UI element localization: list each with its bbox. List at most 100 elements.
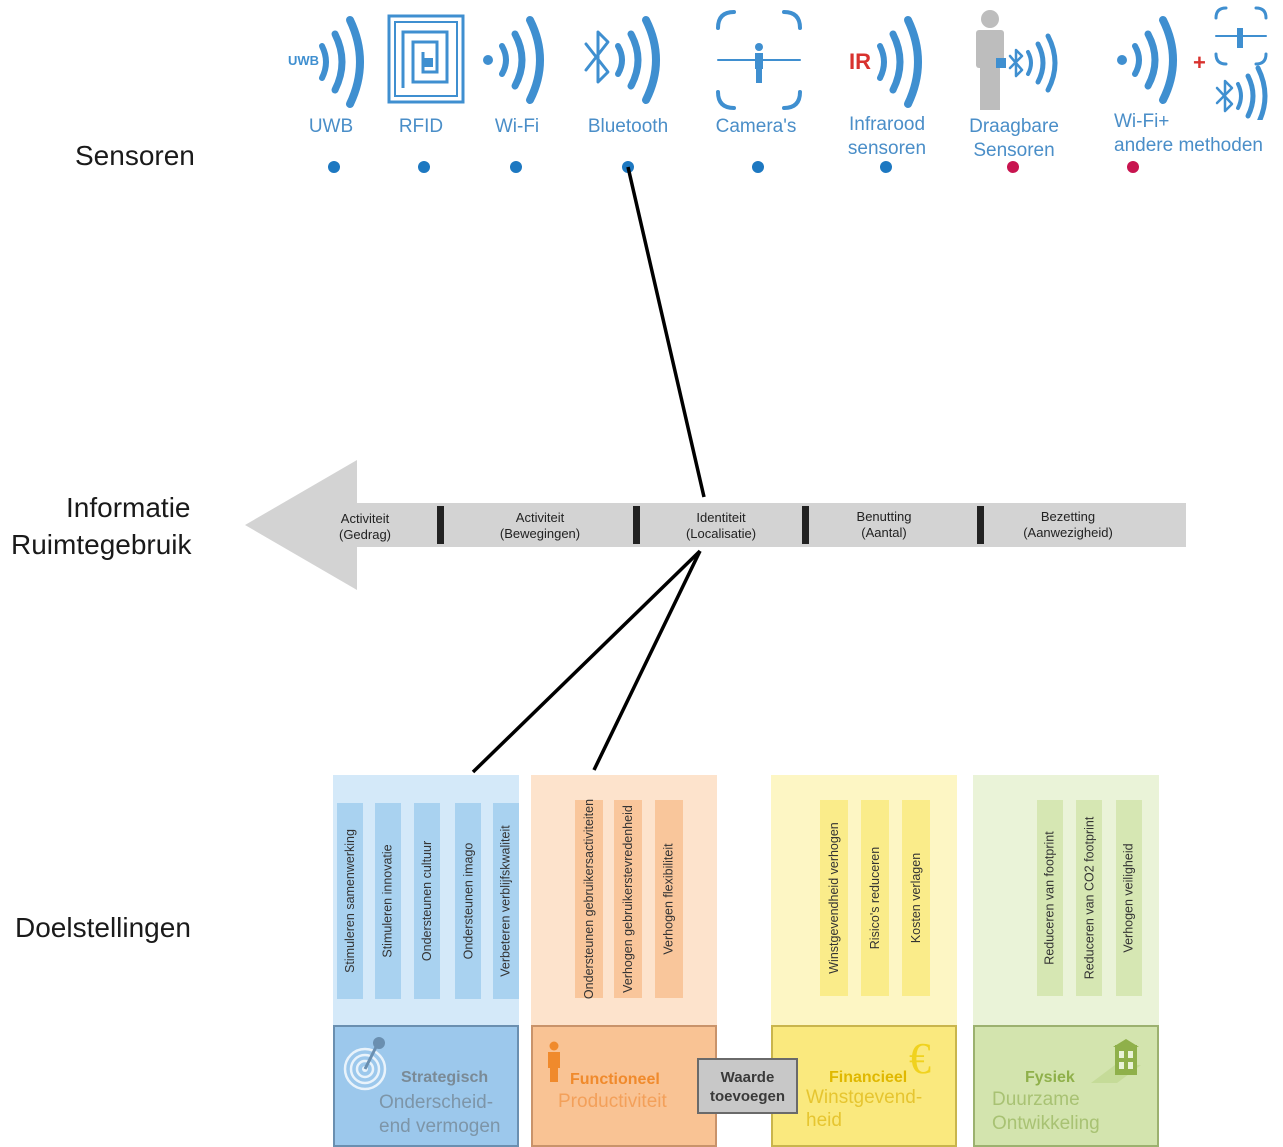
goal-item-label: Verhogen gebruikerstevredenheid <box>621 805 636 993</box>
sensor-label-wearable: Draagbare Sensoren <box>954 115 1074 163</box>
arrow-divider-1 <box>437 506 444 544</box>
segment-line2: (Gedrag) <box>338 527 392 542</box>
plus-sign: + <box>1193 50 1206 75</box>
goal-item-label: Verhogen flexibiliteit <box>662 843 676 955</box>
sensor-dot-infrared <box>880 161 892 173</box>
goal-item-label: Stimuleren innovatie <box>381 844 396 958</box>
segment-line1: Identiteit <box>696 510 746 525</box>
goal-item-functional-2: Verhogen gebruikerstevredenheid <box>614 800 642 998</box>
add-value-box: Waarde toevoegen <box>697 1058 798 1114</box>
sensor-label-combined-line2: andere methoden <box>1114 135 1263 156</box>
goal-item-strategic-4: Ondersteunen imago <box>455 803 481 999</box>
goal-item-strategic-3: Ondersteunen cultuur <box>414 803 440 999</box>
goal-box-strategic <box>333 1025 519 1147</box>
infrared-signal-icon <box>877 16 922 108</box>
uwb-signal-icon <box>319 16 364 108</box>
sensor-dot-combined <box>1127 161 1139 173</box>
goal-box-financial: € <box>771 1025 957 1147</box>
segment-line2: (Aantal) <box>861 525 907 540</box>
goal-title-financial: Financieel <box>829 1069 908 1086</box>
goal-item-physical-1: Reduceren van footprint <box>1037 800 1063 996</box>
sensor-dot-cameras <box>752 161 764 173</box>
sensor-label-wearable-line1: Draagbare <box>969 116 1059 137</box>
row-label-info-line1: Informatie <box>66 492 191 523</box>
goal-title-physical: Fysiek <box>1025 1069 1075 1086</box>
goal-sub-physical-1: Duurzame <box>992 1089 1080 1110</box>
sensor-icons-layer: UWB IR <box>288 6 1268 120</box>
sensor-label-infrared: Infrarood sensoren <box>832 113 942 161</box>
add-value-line2: toevoegen <box>709 1088 785 1105</box>
sensor-label-cameras: Camera's <box>715 116 797 137</box>
goal-item-label: Ondersteunen imago <box>461 842 475 960</box>
sensor-label-rfid: RFID <box>398 116 444 137</box>
goal-item-label: Stimuleren samenwerking <box>343 829 357 973</box>
goal-item-label: Ondersteunen gebruikersactiviteiten <box>582 798 596 1000</box>
segment-line1: Activiteit <box>340 511 390 526</box>
goal-item-functional-3: Verhogen flexibiliteit <box>655 800 683 998</box>
target-pin-icon <box>343 1037 387 1091</box>
ir-badge: IR <box>849 49 871 74</box>
goal-item-physical-3: Verhogen veiligheid <box>1116 800 1142 996</box>
goal-item-label: Verbeteren verblijfskwaliteit <box>499 825 513 977</box>
info-segment-utilisation: Benutting (Aantal) <box>824 509 944 541</box>
info-segment-occupancy: Bezetting (Aanwezigheid) <box>1003 509 1133 541</box>
goal-item-financial-3: Kosten verlagen <box>902 800 930 996</box>
bluetooth-signal-icon <box>584 16 660 104</box>
euro-icon: € <box>909 1034 931 1083</box>
goal-item-label: Ondersteunen cultuur <box>420 840 434 962</box>
goal-item-strategic-5: Verbeteren verblijfskwaliteit <box>493 803 519 999</box>
info-segment-activity-movement: Activiteit (Bewegingen) <box>480 510 600 542</box>
goal-item-label: Kosten verlagen <box>909 852 923 944</box>
goal-item-financial-2: Risico's reduceren <box>861 800 889 996</box>
sensor-label-combined-line1: Wi-Fi+ <box>1114 111 1170 132</box>
goal-sub-functional-1: Productiviteit <box>558 1091 667 1112</box>
goal-item-physical-2: Reduceren van CO2 footprint <box>1076 800 1102 996</box>
camera-frame-icon <box>716 10 802 110</box>
goal-item-label: Winstgevendheid verhogen <box>827 822 841 974</box>
arrow-divider-2 <box>633 506 640 544</box>
goal-item-financial-1: Winstgevendheid verhogen <box>820 800 848 996</box>
goal-item-strategic-1: Stimuleren samenwerking <box>337 803 363 999</box>
sensor-label-infrared-line1: Infrarood <box>848 114 926 135</box>
sensor-label-bluetooth: Bluetooth <box>587 116 669 137</box>
arrow-divider-3 <box>802 506 809 544</box>
segment-line2: (Aanwezigheid) <box>1023 525 1113 540</box>
sensor-label-infrared-line2: sensoren <box>847 138 927 159</box>
segment-line1: Bezetting <box>1040 509 1096 524</box>
goal-box-functional <box>531 1025 717 1147</box>
goal-title-functional: Functioneel <box>570 1071 660 1088</box>
sensor-label-combined: Wi-Fi+ andere methoden <box>1114 110 1263 158</box>
add-value-line1: Waarde <box>720 1069 775 1086</box>
goal-sub-financial-1: Winstgevend- <box>806 1087 923 1108</box>
goal-item-label: Reduceren van CO2 footprint <box>1082 816 1096 980</box>
sensor-dot-uwb <box>328 161 340 173</box>
goal-title-strategic: Strategisch <box>401 1069 489 1086</box>
goal-item-label: Reduceren van footprint <box>1043 831 1058 965</box>
segment-line2: (Bewegingen) <box>499 526 581 541</box>
goal-item-label: Verhogen veiligheid <box>1122 843 1136 953</box>
sensor-dot-wearable <box>1007 161 1019 173</box>
sensor-dot-wifi <box>510 161 522 173</box>
goal-item-strategic-2: Stimuleren innovatie <box>375 803 401 999</box>
goal-box-physical <box>973 1025 1159 1147</box>
building-icon <box>1091 1039 1141 1083</box>
person-icon <box>548 1041 560 1082</box>
goal-sub-strategic-2: end vermogen <box>379 1116 501 1137</box>
goal-sub-physical-2: Ontwikkeling <box>992 1113 1100 1134</box>
arrow-divider-4 <box>977 506 984 544</box>
row-label-goals: Doelstellingen <box>15 912 191 943</box>
segment-line2: (Localisatie) <box>685 526 757 541</box>
combined-methods-icon <box>1117 6 1268 120</box>
row-label-sensors: Sensoren <box>75 140 195 171</box>
wearable-person-icon <box>976 10 1058 110</box>
sensor-dot-rfid <box>418 161 430 173</box>
row-label-info-line2: Ruimtegebruik <box>11 529 192 560</box>
info-segment-identity: Identiteit (Localisatie) <box>661 510 781 542</box>
wifi-signal-icon <box>483 16 544 104</box>
segment-line1: Benutting <box>856 509 912 524</box>
goal-item-functional-1: Ondersteunen gebruikersactiviteiten <box>575 798 603 1000</box>
goal-sub-strategic-1: Onderscheid- <box>379 1092 494 1113</box>
sensor-label-wifi: Wi-Fi <box>494 116 540 137</box>
segment-line1: Activiteit <box>515 510 565 525</box>
